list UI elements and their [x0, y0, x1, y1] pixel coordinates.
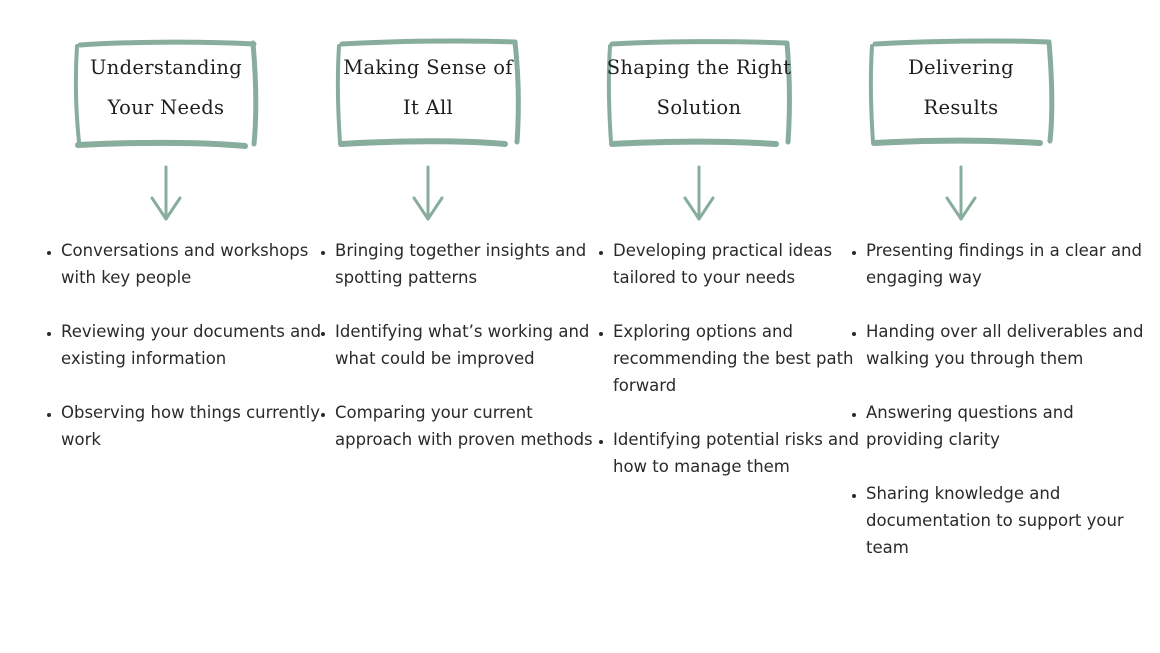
stage-title: Understanding Your Needs [73, 48, 259, 128]
brush-frame-icon [868, 38, 1055, 146]
list-item: Handing over all deliverables and walkin… [866, 318, 1146, 372]
list-item: Sharing knowledge and documentation to s… [866, 480, 1146, 561]
brush-frame-icon [73, 39, 259, 149]
stage-title-box: Making Sense of It All [335, 38, 521, 150]
stage-title-line: It All [402, 96, 454, 119]
down-arrow-icon [683, 165, 715, 221]
list-item: Answering questions and providing clarit… [866, 399, 1146, 453]
stage-title-line: Making Sense of [343, 56, 513, 79]
stage-title-line: Solution [656, 96, 742, 119]
list-item: Exploring options and recommending the b… [613, 318, 863, 399]
list-item: Identifying what’s working and what coul… [335, 318, 597, 372]
list-item: Identifying potential risks and how to m… [613, 426, 863, 480]
list-item: Comparing your current approach with pro… [335, 399, 597, 453]
stage-title: Shaping the Right Solution [606, 48, 792, 128]
down-arrow-icon [945, 165, 977, 221]
brush-frame-icon [335, 38, 521, 147]
list-item: Presenting findings in a clear and engag… [866, 237, 1146, 291]
list-item: Bringing together insights and spotting … [335, 237, 597, 291]
activity-list: Presenting findings in a clear and engag… [844, 237, 1146, 588]
list-item: Observing how things currently work [61, 399, 323, 453]
stage-title-box: Understanding Your Needs [73, 38, 259, 150]
activity-list: Developing practical ideas tailored to y… [591, 237, 863, 507]
stage-title-line: Your Needs [107, 96, 225, 119]
stage-title-box: Shaping the Right Solution [606, 38, 792, 150]
stage-title: Delivering Results [868, 48, 1054, 128]
stage-title-box: Delivering Results [868, 38, 1055, 150]
brush-frame-icon [606, 39, 792, 147]
stage-title: Making Sense of It All [335, 48, 521, 128]
down-arrow-icon [150, 165, 182, 221]
list-item: Conversations and workshops with key peo… [61, 237, 323, 291]
stage-title-line: Understanding [89, 56, 243, 79]
stage-title-line: Shaping the Right [606, 56, 792, 79]
activity-list: Bringing together insights and spotting … [313, 237, 597, 480]
list-item: Developing practical ideas tailored to y… [613, 237, 863, 291]
stage-title-line: Results [923, 96, 999, 119]
down-arrow-icon [412, 165, 444, 221]
activity-list: Conversations and workshops with key peo… [39, 237, 323, 480]
stage-title-line: Delivering [908, 56, 1014, 79]
list-item: Reviewing your documents and existing in… [61, 318, 323, 372]
